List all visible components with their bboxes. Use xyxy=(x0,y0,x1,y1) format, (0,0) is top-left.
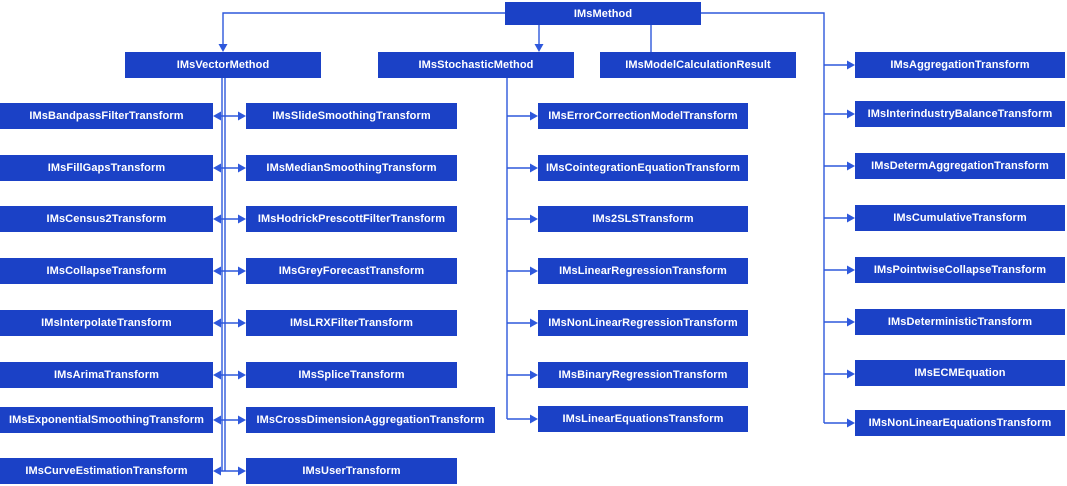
node-census2-transform: IMsCensus2Transform xyxy=(0,206,213,232)
node-median-smoothing-transform: IMsMedianSmoothingTransform xyxy=(246,155,457,181)
node-interindustry-balance-transform: IMsInterindustryBalanceTransform xyxy=(855,101,1065,127)
node-interpolate-transform: IMsInterpolateTransform xyxy=(0,310,213,336)
node-ims-vector-method: IMsVectorMethod xyxy=(125,52,321,78)
node-2sls-transform: IMs2SLSTransform xyxy=(538,206,748,232)
node-curve-estimation-transform: IMsCurveEstimationTransform xyxy=(0,458,213,484)
node-fill-gaps-transform: IMsFillGapsTransform xyxy=(0,155,213,181)
node-ims-stochastic-method: IMsStochasticMethod xyxy=(378,52,574,78)
node-ecm-equation: IMsECMEquation xyxy=(855,360,1065,386)
node-determ-aggregation-transform: IMsDetermAggregationTransform xyxy=(855,153,1065,179)
node-linear-regression-transform: IMsLinearRegressionTransform xyxy=(538,258,748,284)
node-lrx-filter-transform: IMsLRXFilterTransform xyxy=(246,310,457,336)
node-bandpass-filter-transform: IMsBandpassFilterTransform xyxy=(0,103,213,129)
node-cointegration-equation-transform: IMsCointegrationEquationTransform xyxy=(538,155,748,181)
node-cross-dimension-aggregation-transform: IMsCrossDimensionAggregationTransform xyxy=(246,407,495,433)
node-grey-forecast-transform: IMsGreyForecastTransform xyxy=(246,258,457,284)
node-linear-equations-transform: IMsLinearEquationsTransform xyxy=(538,406,748,432)
node-ims-model-calculation-result: IMsModelCalculationResult xyxy=(600,52,796,78)
node-binary-regression-transform: IMsBinaryRegressionTransform xyxy=(538,362,748,388)
node-nonlinear-regression-transform: IMsNonLinearRegressionTransform xyxy=(538,310,748,336)
node-aggregation-transform: IMsAggregationTransform xyxy=(855,52,1065,78)
node-exponential-smoothing-transform: IMsExponentialSmoothingTransform xyxy=(0,407,213,433)
node-ims-method: IMsMethod xyxy=(505,2,701,25)
node-error-correction-model-transform: IMsErrorCorrectionModelTransform xyxy=(538,103,748,129)
node-slide-smoothing-transform: IMsSlideSmoothingTransform xyxy=(246,103,457,129)
node-arima-transform: IMsArimaTransform xyxy=(0,362,213,388)
node-hodrick-prescott-filter-transform: IMsHodrickPrescottFilterTransform xyxy=(246,206,457,232)
node-deterministic-transform: IMsDeterministicTransform xyxy=(855,309,1065,335)
node-nonlinear-equations-transform: IMsNonLinearEquationsTransform xyxy=(855,410,1065,436)
node-splice-transform: IMsSpliceTransform xyxy=(246,362,457,388)
node-collapse-transform: IMsCollapseTransform xyxy=(0,258,213,284)
node-pointwise-collapse-transform: IMsPointwiseCollapseTransform xyxy=(855,257,1065,283)
node-user-transform: IMsUserTransform xyxy=(246,458,457,484)
node-cumulative-transform: IMsCumulativeTransform xyxy=(855,205,1065,231)
